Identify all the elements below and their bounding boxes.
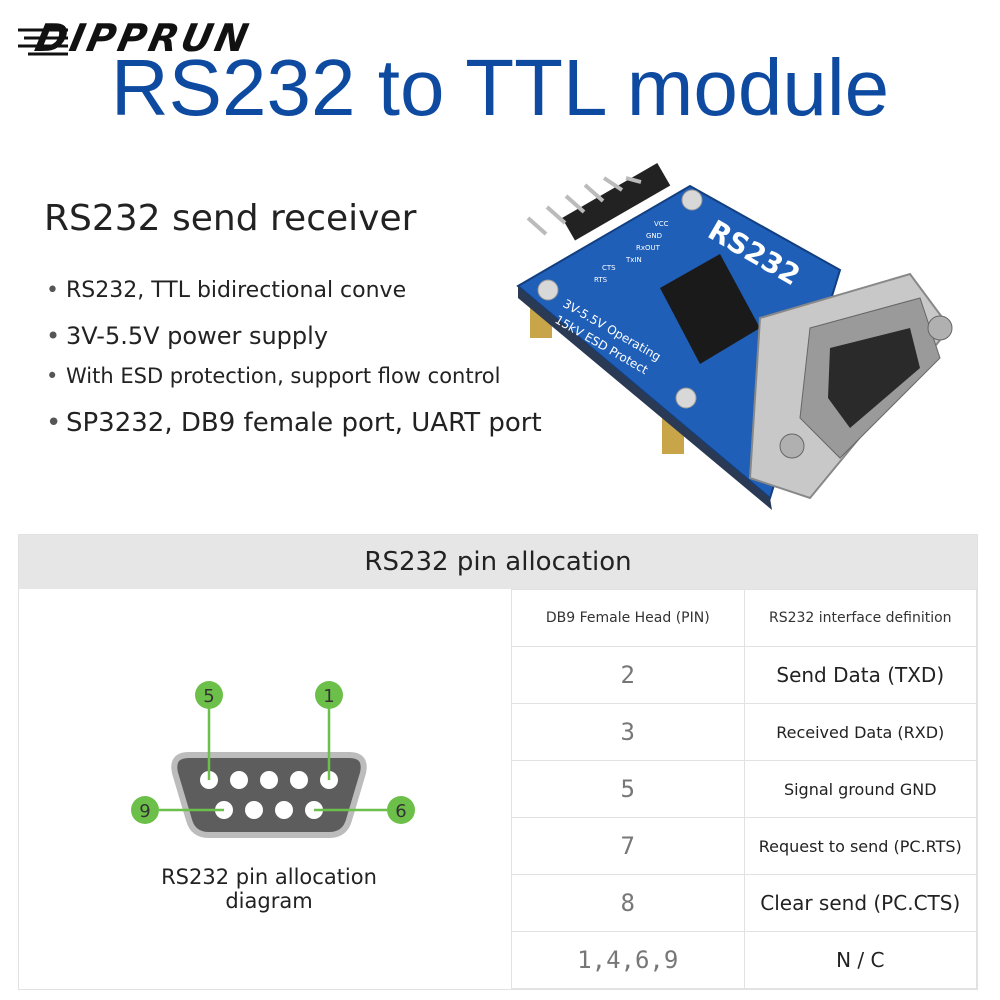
pin-definition: Clear send (PC.CTS): [743, 874, 978, 932]
pin-label-gnd: GND: [646, 232, 662, 240]
table-row: 5 Signal ground GND: [511, 760, 978, 818]
mount-hole: [675, 387, 697, 409]
pin-definition: Signal ground GND: [743, 760, 978, 818]
pin-label-vcc: VCC: [654, 220, 669, 228]
speed-lines-icon: [18, 28, 68, 56]
pin-marker-1: 1: [315, 681, 343, 709]
table-row: 3 Received Data (RXD): [511, 703, 978, 761]
section-header: RS232 pin allocation: [19, 535, 977, 589]
table-header-row: DB9 Female Head (PIN) RS232 interface de…: [511, 589, 978, 647]
db9-pin-diagram: 5 1 9 6: [131, 681, 415, 838]
pin-number: 7: [511, 817, 745, 875]
pin-marker-9: 9: [131, 796, 159, 824]
pin-label-cts: CTS: [602, 264, 616, 272]
column-header: RS232 interface definition: [743, 589, 978, 647]
pin-number: 5: [511, 760, 745, 818]
svg-text:5: 5: [203, 686, 214, 707]
pin-marker-5: 5: [195, 681, 223, 709]
pin-definition: Received Data (RXD): [743, 703, 978, 761]
feature-item: RS232, TTL bidirectional conve: [44, 278, 431, 322]
svg-text:1: 1: [323, 686, 334, 707]
db9-connector: [748, 272, 953, 500]
feature-item: 3V-5.5V power supply: [44, 322, 524, 364]
pin-number: 1,4,6,9: [511, 931, 745, 989]
page-title: RS232 to TTL module: [110, 43, 890, 132]
pin-dot: [290, 771, 308, 789]
pin-dot: [245, 801, 263, 819]
pin-dot: [230, 771, 248, 789]
pin-definition: N / C: [743, 931, 978, 989]
pin-allocation-section: RS232 pin allocation 5 1 9: [18, 534, 978, 990]
sp3232-chip: [660, 254, 760, 364]
mount-hole: [537, 279, 559, 301]
table-row: 1,4,6,9 N / C: [511, 931, 978, 989]
diagram-caption: RS232 pin allocation diagram: [161, 865, 377, 913]
pin-number: 3: [511, 703, 745, 761]
pin-definition: Request to send (PC.RTS): [743, 817, 978, 875]
feature-item: With ESD protection, support flow contro…: [44, 364, 524, 408]
feature-item: SP3232, DB9 female port, UART port: [44, 408, 542, 452]
section-subtitle: RS232 send receiver: [44, 198, 417, 239]
svg-text:6: 6: [395, 801, 406, 822]
pin-table: DB9 Female Head (PIN) RS232 interface de…: [511, 589, 978, 989]
pin-label-rxout: RxOUT: [636, 244, 661, 252]
table-row: 8 Clear send (PC.CTS): [511, 874, 978, 932]
brand-logo: DIPPRUN: [18, 14, 318, 64]
pin-dot: [275, 801, 293, 819]
pin-label-txin: TxIN: [625, 256, 642, 264]
pcb-edge: [518, 286, 772, 510]
pin-marker-6: 6: [387, 796, 415, 824]
table-row: 2 Send Data (TXD): [511, 646, 978, 704]
svg-text:9: 9: [139, 801, 150, 822]
column-header: DB9 Female Head (PIN): [511, 589, 745, 647]
feature-list: RS232, TTL bidirectional conve 3V-5.5V p…: [44, 278, 542, 452]
rs232-board-image: RS232 3V-5.5V Operating 15kV ESD Protect…: [516, 163, 953, 510]
db9-shell: [171, 752, 367, 838]
pin-number: 2: [511, 646, 745, 704]
mount-hole: [681, 189, 703, 211]
table-row: 7 Request to send (PC.RTS): [511, 817, 978, 875]
pin-header: [526, 163, 671, 241]
pin-dot: [260, 771, 278, 789]
pin-number: 8: [511, 874, 745, 932]
pin-definition: Send Data (TXD): [743, 646, 978, 704]
pin-label-rts: RTS: [594, 276, 608, 284]
